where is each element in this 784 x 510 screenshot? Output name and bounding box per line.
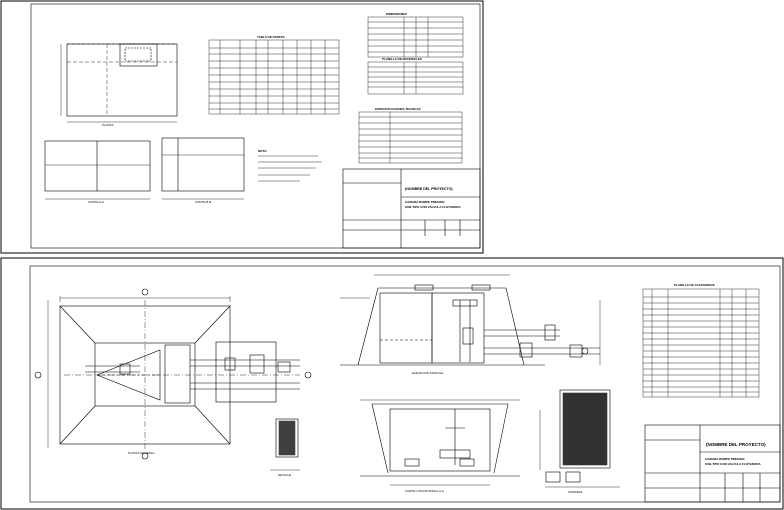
dimensions-header: DIMENSIONES (386, 12, 407, 16)
section-caption: CORTE LONGITUDINAL A-A (405, 489, 444, 493)
detail-caption: DETALLE (278, 473, 291, 477)
project-name-2: (NOMBRE DEL PROYECTO) (706, 442, 766, 447)
section-a-caption: CORTE A-A (88, 200, 104, 204)
notes-block (258, 155, 322, 182)
plan-caption: PLANTA (102, 123, 113, 127)
dim-caption: VARIABLE (568, 490, 582, 494)
front-elevation (340, 274, 601, 366)
parts-header: TABLA DE PARTES (257, 35, 285, 39)
materials-header: PLANILLA DE MATERIALES (382, 57, 422, 61)
plan-view-caption: PLANTA GENERAL (128, 451, 155, 455)
plan-view-top (60, 43, 178, 123)
sheet-1-text: DIMENSIONES PLANILLA DE MATERIALES TABLA… (88, 12, 462, 209)
title-block-2 (644, 424, 781, 503)
specs-table (358, 111, 463, 164)
detail-hatch-small (270, 418, 300, 471)
section-b-caption: CORTE B-B (195, 200, 211, 204)
detail-hatch-large (539, 389, 620, 488)
parts-table (208, 39, 340, 115)
accessories-title: PLANILLA DE ACCESORIOS (674, 283, 715, 287)
sheet-1-inner-frame (30, 3, 481, 249)
subtitle-1a: CAMARA ROMPE PRESION (405, 200, 444, 204)
longitudinal-section (360, 399, 520, 486)
subtitle-2b: SUB-TIPO CON VALVULA FLOTADORA (705, 462, 762, 466)
sheet-2-border (0, 257, 784, 510)
sheet-1 (0, 0, 484, 254)
materials-table (367, 61, 464, 95)
specs-header: ESPECIFICACIONES TECNICAS (375, 107, 421, 111)
project-name-1: (NOMBRE DEL PROYECTO) (405, 187, 453, 191)
title-block-1 (342, 168, 481, 249)
subtitle-2a: CAMARA ROMPE PRESION (705, 457, 744, 461)
section-view-b (161, 137, 245, 200)
plan-view-tank (34, 288, 312, 460)
dimensions-table (367, 16, 464, 58)
sheet-2-text: PLANILLA DE ACCESORIOS PLANTA GENERAL EL… (128, 283, 766, 494)
subtitle-1b: SUB-TIPO CON VALVULA FLOTADORA (405, 205, 462, 209)
sheet-1-border (0, 0, 484, 254)
sheet-2-inner-frame (29, 265, 781, 503)
section-view-a (44, 140, 151, 200)
sheet-2 (0, 257, 784, 510)
notes-label: NOTA: (258, 149, 267, 153)
accessories-table (642, 288, 760, 398)
front-elevation-caption: ELEVACION FRONTAL (412, 371, 444, 375)
